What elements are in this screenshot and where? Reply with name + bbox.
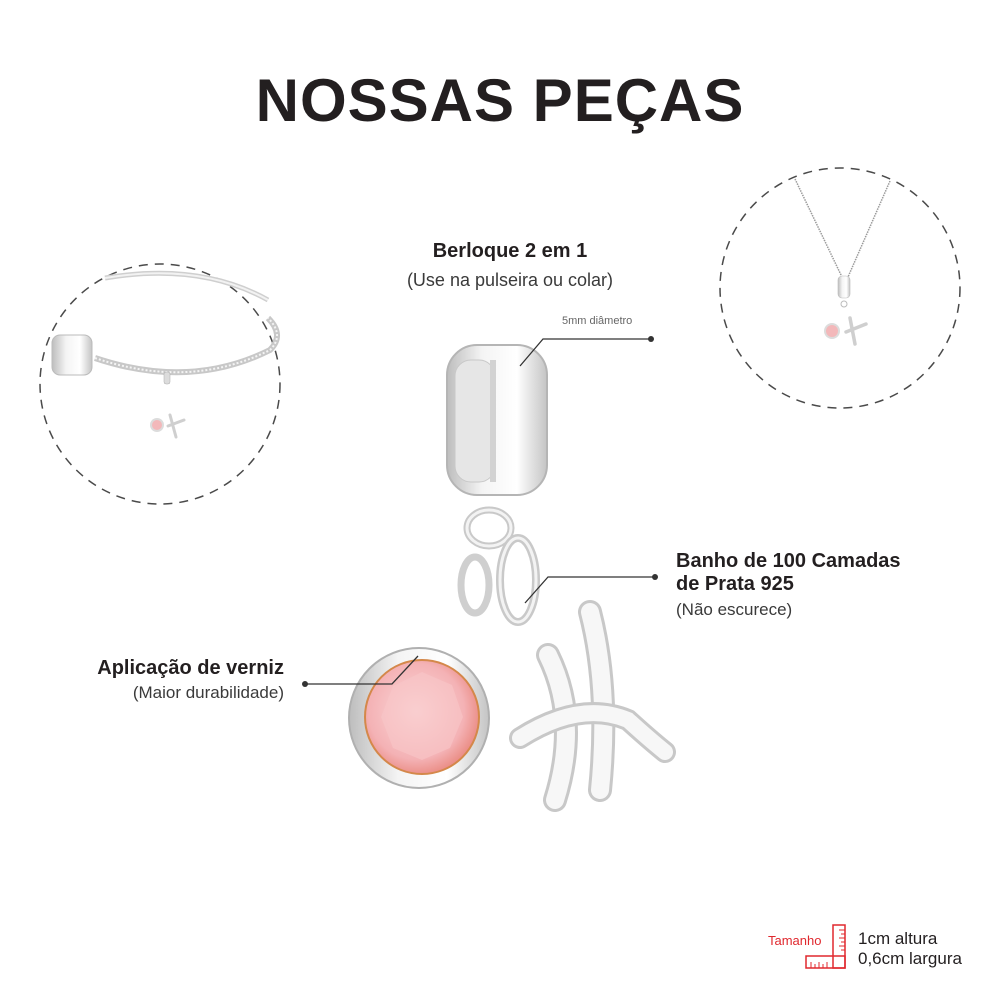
product-usage: (Use na pulseira ou colar) [406, 270, 614, 290]
varnish-sub: (Maior durabilidade) [132, 683, 284, 702]
bracelet-example [39, 263, 281, 505]
callout-plating-line [524, 574, 658, 604]
size-label: Tamanho [768, 933, 822, 948]
callout-varnish-line [302, 655, 419, 687]
necklace-example [719, 167, 961, 409]
plating-sub: (Não escurece) [676, 600, 793, 619]
charm-main-image [348, 344, 676, 812]
product-name: Berloque 2 em 1 [432, 240, 588, 262]
page-title: NOSSAS PEÇAS [255, 67, 745, 134]
plating-title-line2: de Prata 925 [676, 573, 794, 595]
ruler-icon [805, 924, 846, 969]
varnish-title: Aplicação de verniz [97, 657, 284, 679]
diameter-note: 5mm diâmetro [562, 315, 633, 327]
callout-diameter-line [519, 336, 654, 367]
size-width: 0,6cm largura [858, 949, 962, 968]
size-height: 1cm altura [858, 929, 938, 948]
plating-title-line1: Banho de 100 Camadas [676, 550, 901, 572]
